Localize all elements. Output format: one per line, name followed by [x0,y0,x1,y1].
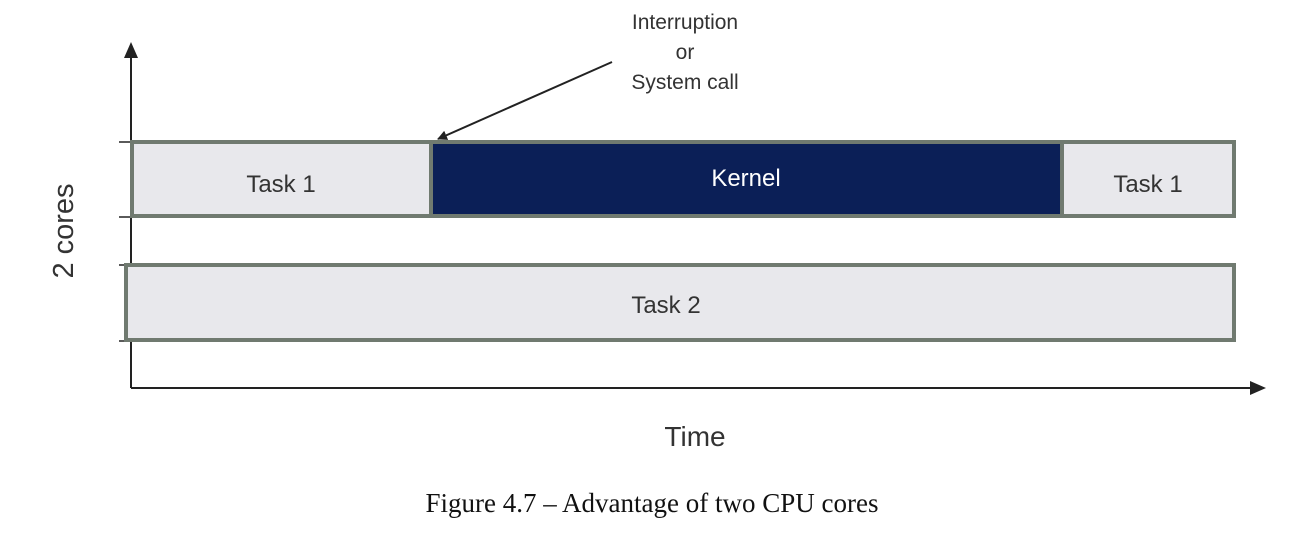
core-1-task-1-end: Task 1 [1060,140,1236,218]
annotation-line-1: Interruption [632,11,738,34]
task-1-end-block [1060,140,1236,218]
task-1-start-label: Task 1 [246,171,315,198]
y-axis-arrow-icon [124,42,138,58]
task-1-end-label: Task 1 [1113,171,1182,198]
annotation-arrow [437,61,613,140]
interruption-annotation: Interruption or System call [437,11,739,140]
task-2-label: Task 2 [631,292,700,319]
figure-caption: Figure 4.7 – Advantage of two CPU cores [426,488,879,518]
kernel-label: Kernel [711,165,780,192]
core-2-row: Task 2 [124,263,1236,342]
x-axis-arrow-icon [1250,381,1266,395]
task-1-start-block [130,140,433,218]
annotation-line-2: or [676,41,695,64]
annotation-line-3: System call [631,71,738,94]
core-1-kernel: Kernel [429,140,1064,218]
task-2-block [124,263,1236,342]
core-1-task-1-start: Task 1 [130,140,433,218]
core-1-row: Task 1 Kernel Task 1 [130,140,1236,218]
x-axis-label: Time [664,421,725,452]
y-axis-label: 2 cores [48,183,80,278]
